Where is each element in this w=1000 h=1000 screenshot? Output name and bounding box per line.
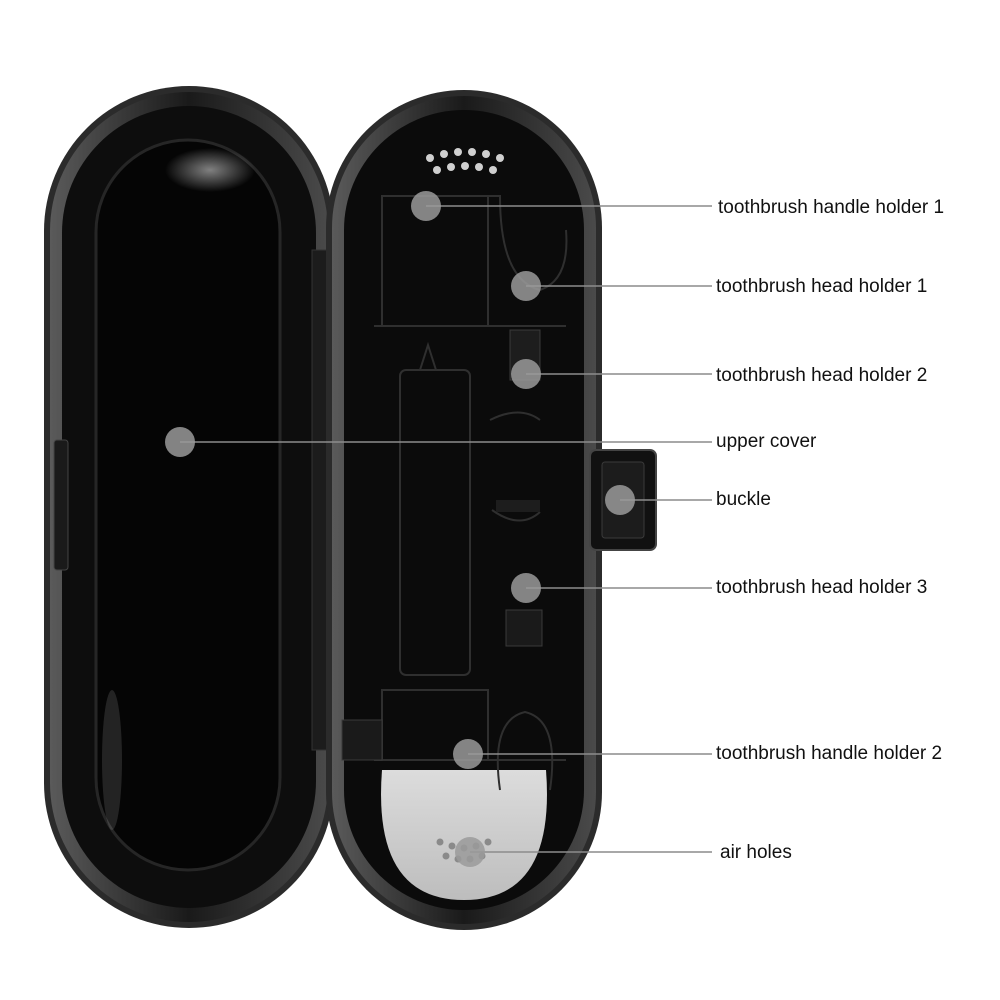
upper-cover-shape <box>44 86 335 928</box>
leader-lines <box>180 205 712 853</box>
marker-upper-cover <box>165 427 195 457</box>
marker-handle-holder-1 <box>411 191 441 221</box>
label-toothbrush-head-holder-1: toothbrush head holder 1 <box>716 276 928 297</box>
label-upper-cover: upper cover <box>716 431 817 452</box>
label-toothbrush-head-holder-3: toothbrush head holder 3 <box>716 577 928 598</box>
top-air-holes <box>426 148 504 174</box>
marker-handle-holder-2 <box>453 739 483 769</box>
marker-air-holes <box>455 837 485 867</box>
lower-tray-shape <box>326 90 602 930</box>
label-buckle: buckle <box>716 489 771 510</box>
marker-head-holder-2 <box>511 359 541 389</box>
label-toothbrush-head-holder-2: toothbrush head holder 2 <box>716 365 928 386</box>
marker-head-holder-1 <box>511 271 541 301</box>
marker-head-holder-3 <box>511 573 541 603</box>
label-air-holes: air holes <box>720 842 792 863</box>
marker-buckle <box>605 485 635 515</box>
label-toothbrush-handle-holder-1: toothbrush handle holder 1 <box>718 197 945 218</box>
label-toothbrush-handle-holder-2: toothbrush handle holder 2 <box>716 743 943 764</box>
